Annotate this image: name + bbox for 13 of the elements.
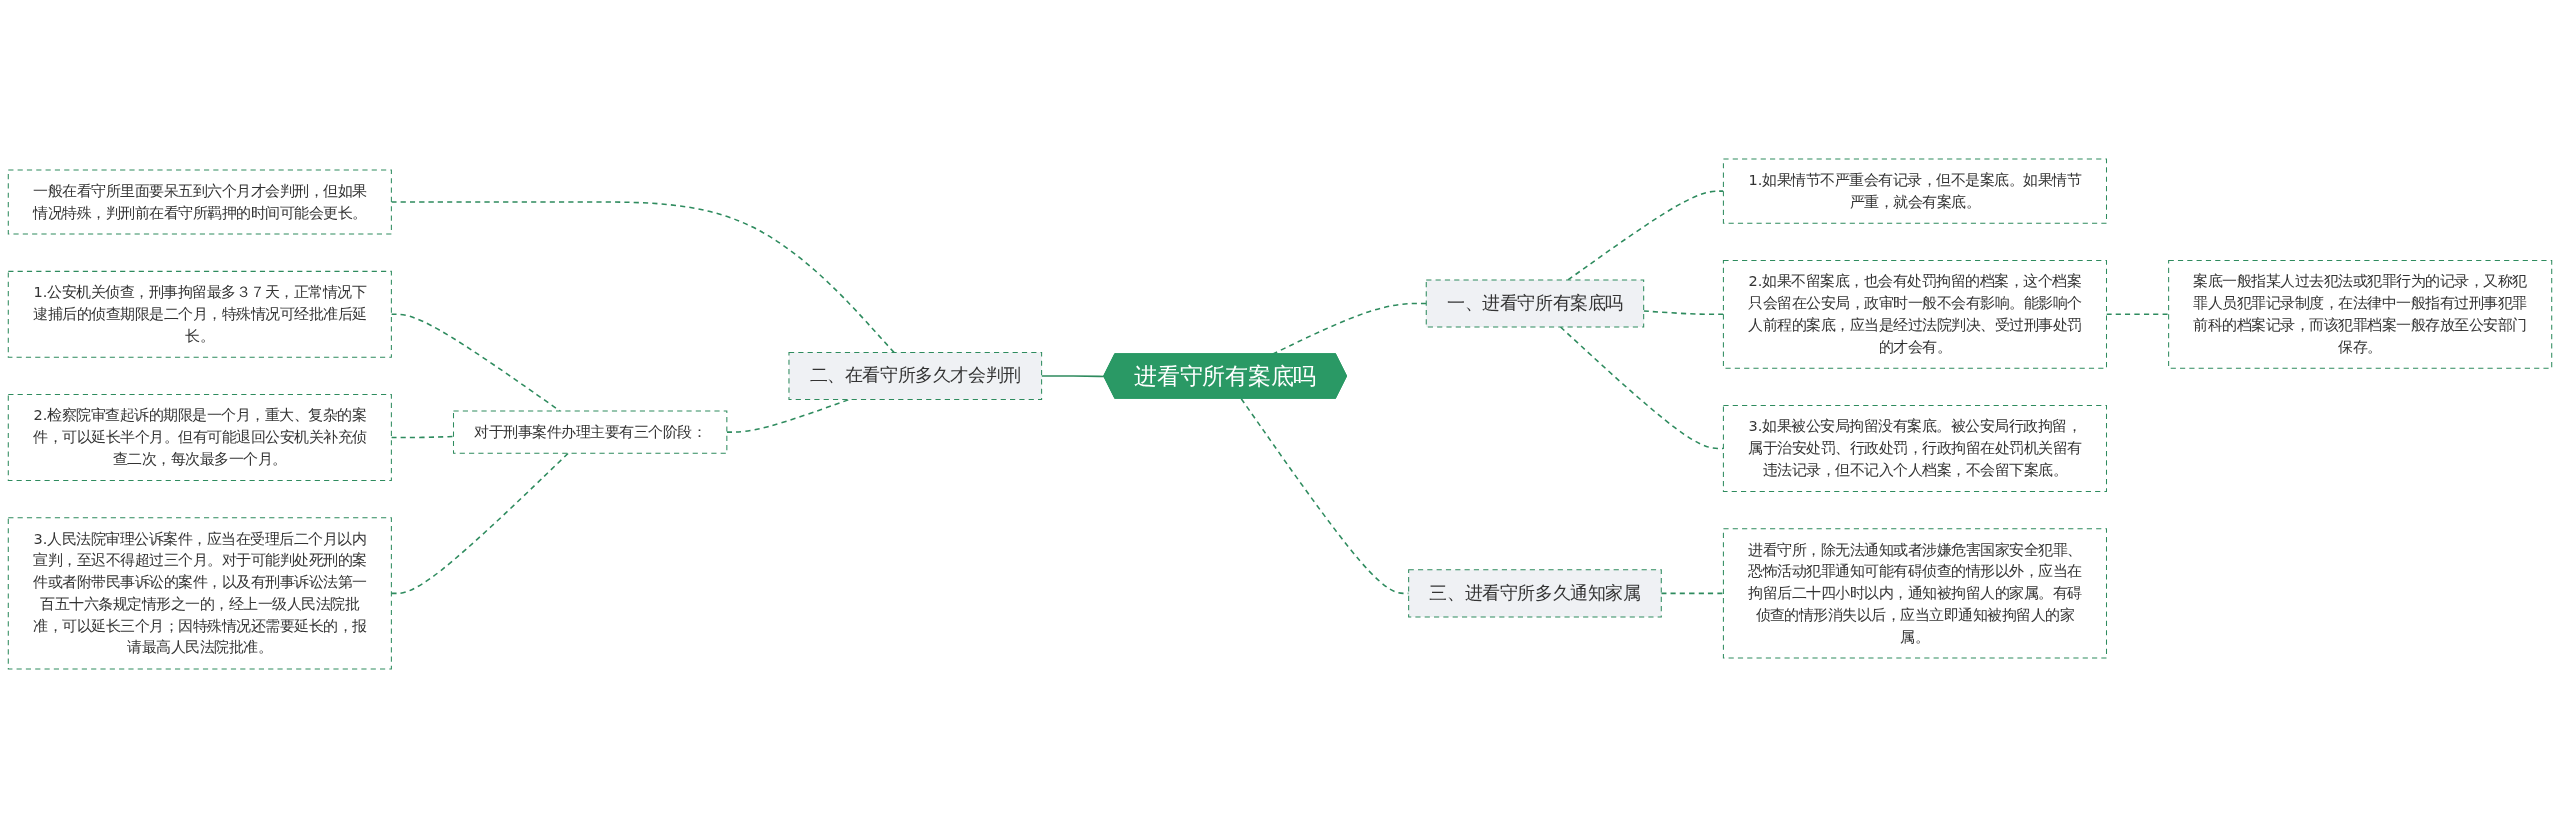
node-box: 3.如果被公安局拘留没有案底。被公安局行政拘留，属于治安处罚、行政处罚，行政拘留在处罚机关留有违法记录，但不记入个人档案，不会留下案底。 [1722, 404, 2107, 492]
node-box: 1.如果情节不严重会有记录，但不是案底。如果情节严重，就会有案底。 [1722, 158, 2107, 224]
node-box: 二、在看守所多久才会判刑 [788, 351, 1043, 400]
node-box: 三、进看守所多久通知家属 [1408, 569, 1662, 618]
node-box: 对于刑事案件办理主要有三个阶段： [453, 410, 728, 454]
node-box: 一般在看守所里面要呆五到六个月才会判刑，但如果情况特殊，判刑前在看守所羁押的时间可能会更长。 [7, 169, 392, 235]
node-box: 1.公安机关侦查，刑事拘留最多３７天，正常情况下逮捕后的侦查期限是二个月，特殊情况可经批准后延长。 [7, 270, 392, 358]
node-box: 2.如果不留案底，也会有处罚拘留的档案，这个档案只会留在公安局，政审时一般不会有影响。能影响个人前程的案底，应当是经过法院判决、受过刑事处罚的才会有。 [1722, 260, 2107, 369]
node-box: 一、进看守所有案底吗 [1425, 279, 1645, 328]
node-box: 2.检察院审查起诉的期限是一个月，重大、复杂的案件，可以延长半个月。但有可能退回公安机关补充侦查二次，每次最多一个月。 [7, 394, 392, 482]
node-box: 进看守所，除无法通知或者涉嫌危害国家安全犯罪、恐怖活动犯罪通知可能有碍侦查的情形以外，应当在拘留后二十四小时以内，通知被拘留人的家属。有碍侦查的情形消失以后，应当立即通知被拘留人的家属。 [1722, 528, 2107, 659]
node-box: 案底一般指某人过去犯法或犯罪行为的记录，又称犯罪人员犯罪记录制度，在法律中一般指有过刑事犯罪前科的档案记录，而该犯罪档案一般存放至公安部门保存。 [2168, 260, 2553, 369]
node-box: 3.人民法院审理公诉案件，应当在受理后二个月以内宣判，至迟不得超过三个月。对于可能判处死刑的案件或者附带民事诉讼的案件，以及有刑事诉讼法第一百五十六条规定情形之一的，经上一级人民法院批准，可以延长三个月；因特殊情况还需要延长的，报请最高人民法院批准。 [7, 517, 392, 670]
